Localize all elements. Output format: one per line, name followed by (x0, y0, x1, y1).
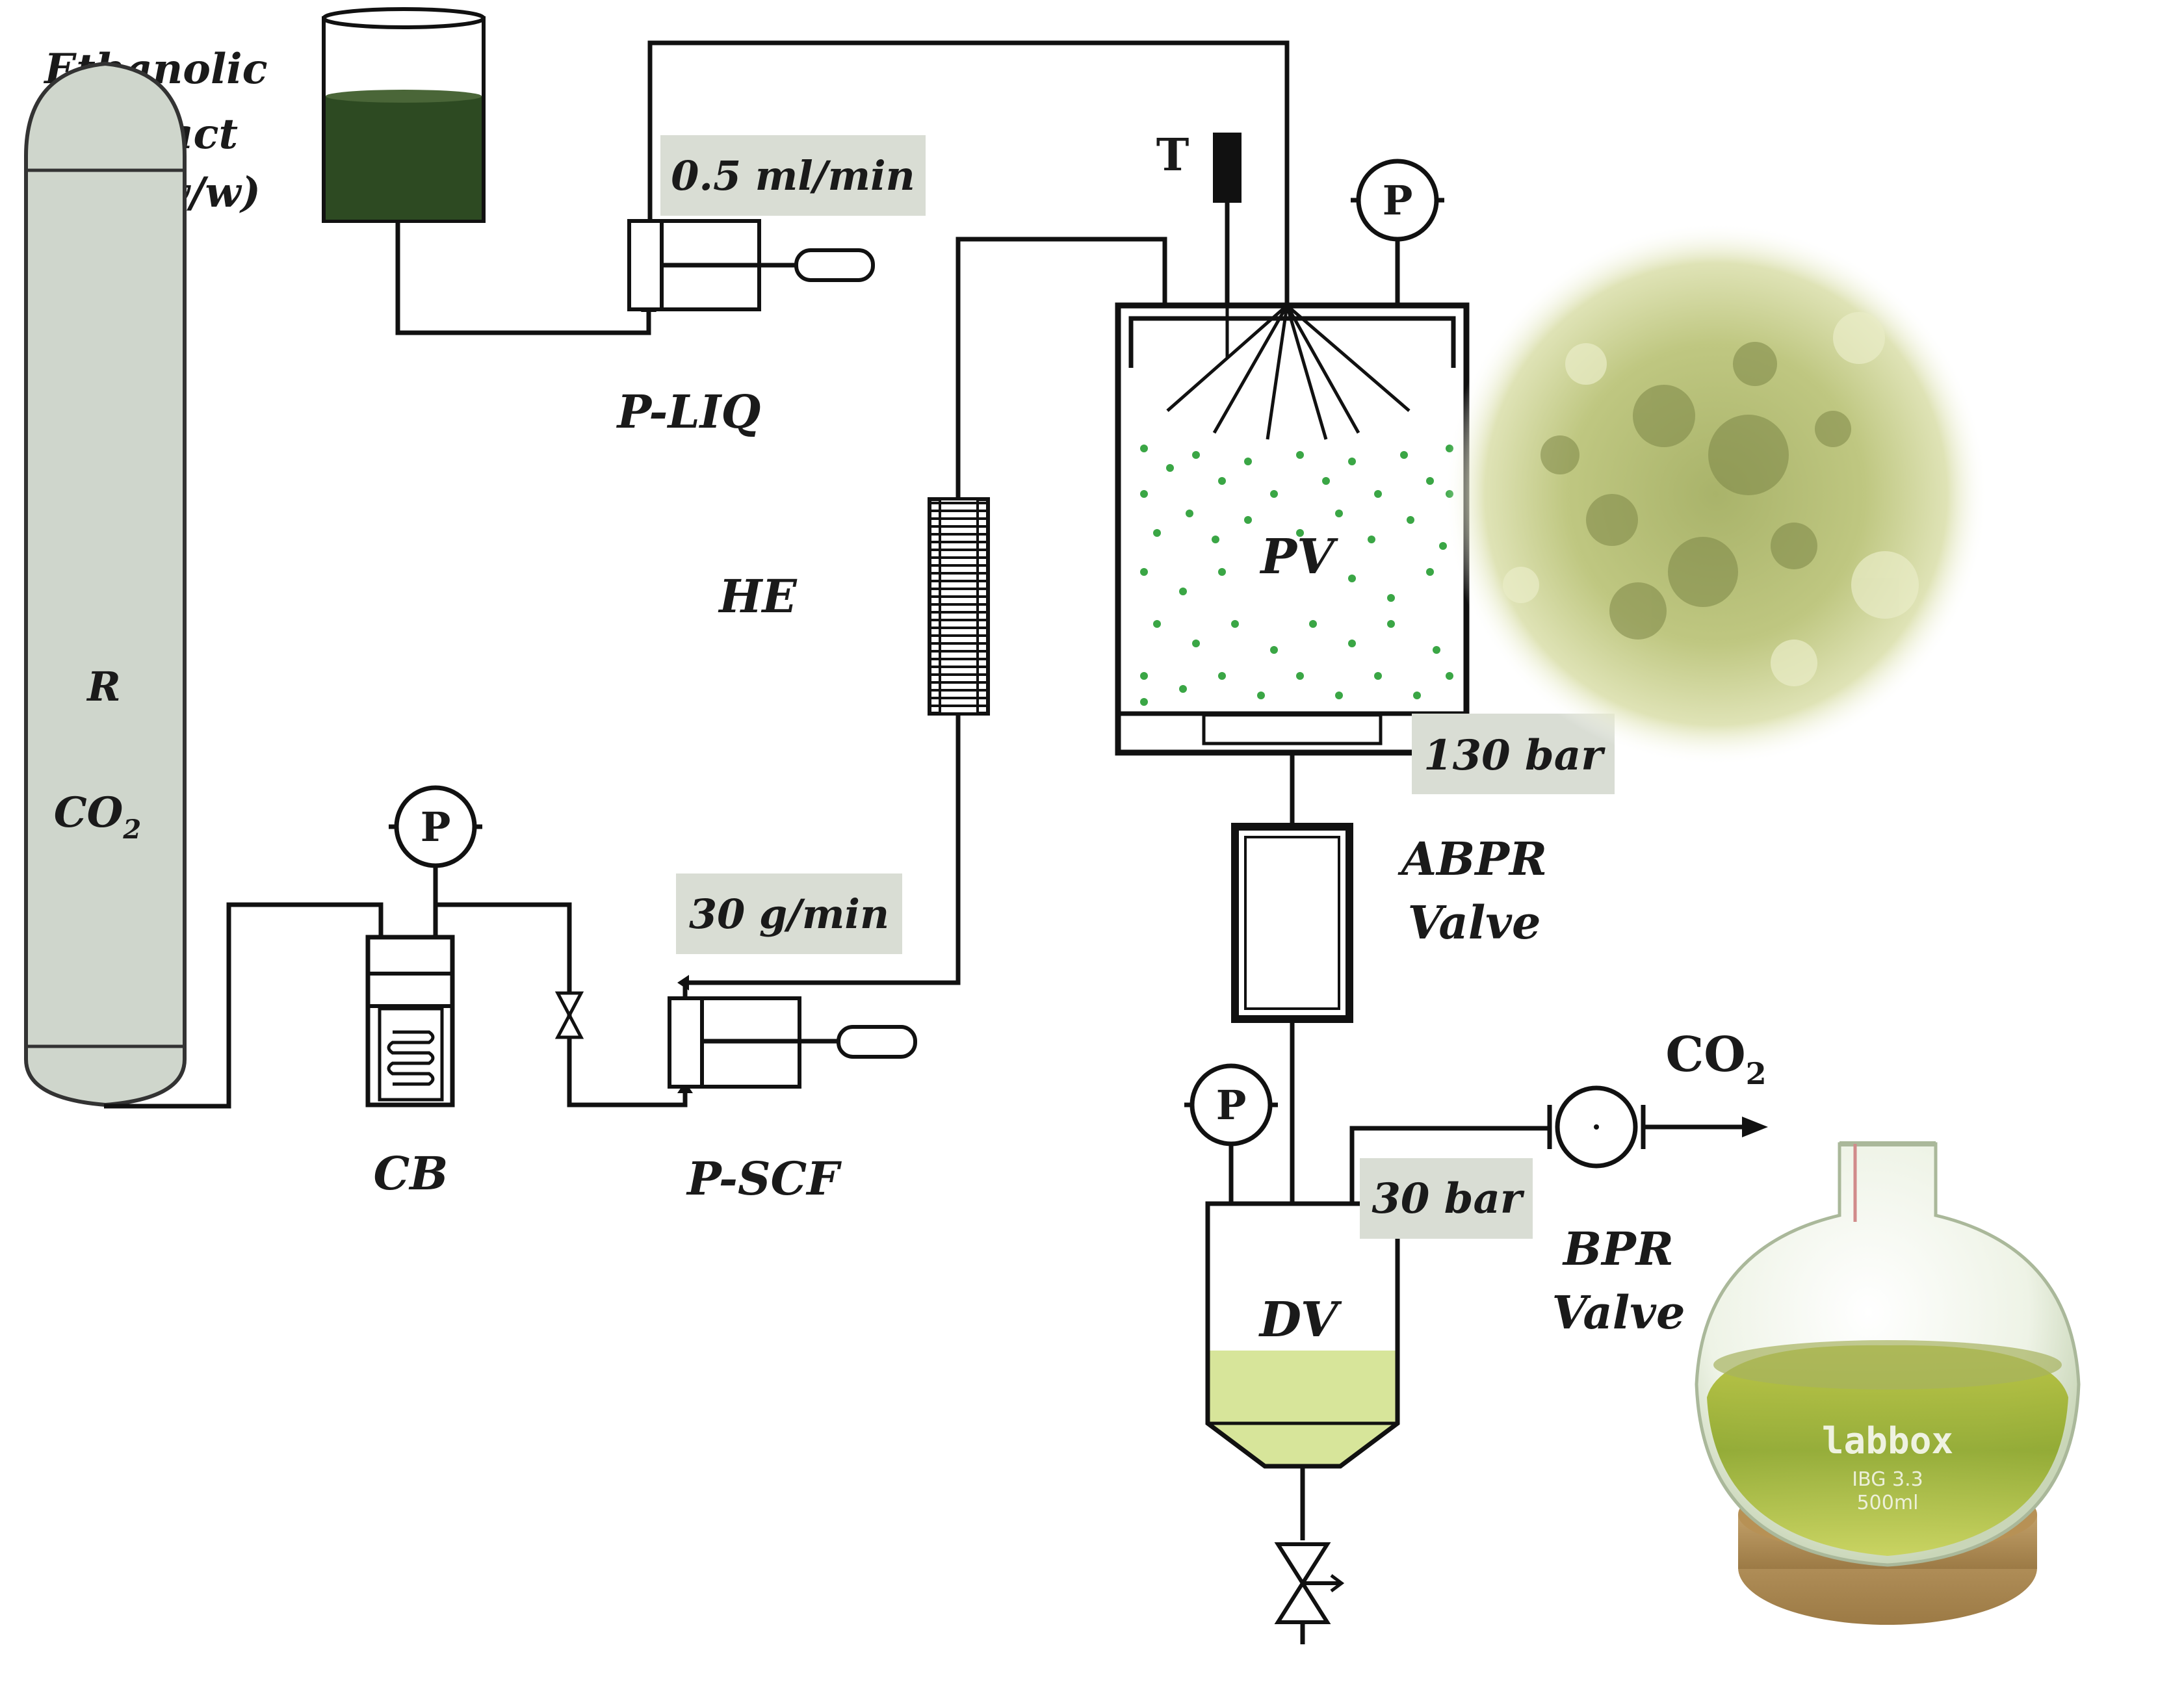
flow-liquid-tag (660, 135, 926, 216)
pressure-dv-tag (1360, 1158, 1533, 1239)
reservoir-r-label: R (86, 663, 121, 710)
reservoir-co2-label: CO2 (54, 788, 142, 845)
pressure-gauge-dv-label: P (1216, 1081, 1247, 1129)
flask-mark-2: 500ml (1857, 1492, 1919, 1514)
depressurization-vessel-label: DV (1258, 1292, 1342, 1348)
needle-valve (554, 991, 584, 1039)
pump-liquid-label: P-LIQ (616, 385, 761, 439)
pump-liquid (627, 219, 875, 311)
pressure-dv-value: 30 bar (1372, 1174, 1525, 1223)
abpr-label-1: ABPR (1398, 832, 1547, 886)
pressure-gauge-cb-label: P (421, 803, 451, 851)
precipitation-vessel (1115, 133, 1470, 756)
bpr-valve (1547, 1085, 1646, 1169)
pressure-pv-value: 130 bar (1424, 731, 1606, 780)
pressure-gauge-pv (1351, 159, 1444, 305)
pv-particles (1140, 445, 1453, 706)
extract-liquid (326, 96, 482, 220)
bpr-label-1: BPR (1562, 1222, 1674, 1276)
pipe-he-to-pv (956, 237, 1167, 498)
flow-liquid-value: 0.5 ml/min (671, 152, 915, 200)
flask-photo (1695, 1141, 2081, 1625)
arrow-co2-out (1742, 1117, 1768, 1137)
pump-scf-label: P-SCF (686, 1152, 842, 1206)
pressure-gauge-pv-label: P (1383, 177, 1413, 224)
cooling-bath (365, 935, 455, 1107)
bpr-label-2: Valve (1552, 1286, 1685, 1339)
pump-scf (668, 996, 917, 1089)
pipe-reservoir-to-cb (104, 902, 384, 1109)
heat-exchanger-label: HE (718, 569, 798, 623)
flask-oil (1707, 1345, 2068, 1556)
pressure-gauge-dv (1184, 1063, 1278, 1204)
dv-liquid (1208, 1351, 1398, 1466)
abpr-valve (1231, 823, 1353, 1023)
flask-mark-1: IBG 3.3 (1852, 1468, 1923, 1491)
pipe-dv-to-bpr (1349, 1126, 1548, 1204)
pipe-extract-to-pliq (395, 222, 651, 335)
flow-scf-tag (676, 873, 902, 954)
precipitation-vessel-label: PV (1259, 529, 1338, 585)
flow-scf-value: 30 g/min (689, 890, 889, 938)
heat-exchanger (928, 497, 990, 716)
pipe-cb-to-pscf (436, 902, 688, 1107)
reservoir-co2-subscript: 2 (122, 814, 141, 845)
co2-out-text: CO (1665, 1027, 1745, 1083)
extract-tank (322, 7, 486, 223)
cooling-bath-label: CB (374, 1146, 448, 1200)
depressurization-vessel (1205, 1201, 1400, 1644)
arrow-pscf-outlet (677, 975, 689, 990)
pressure-gauge-cb (389, 785, 482, 937)
abpr-label-2: Valve (1407, 896, 1540, 950)
reservoir-co2-text: CO (54, 788, 124, 837)
pipe-pliq-to-pv (647, 40, 1290, 305)
co2-out-subscript: 2 (1746, 1056, 1767, 1091)
pipe-pscf-to-he (682, 715, 961, 998)
flask-brand-label: labbox (1822, 1420, 1953, 1462)
co2-out-label: CO2 (1665, 1027, 1766, 1091)
co2-reservoir (24, 61, 187, 1107)
powder-photo (1444, 222, 1988, 766)
temperature-label: T (1156, 129, 1190, 181)
